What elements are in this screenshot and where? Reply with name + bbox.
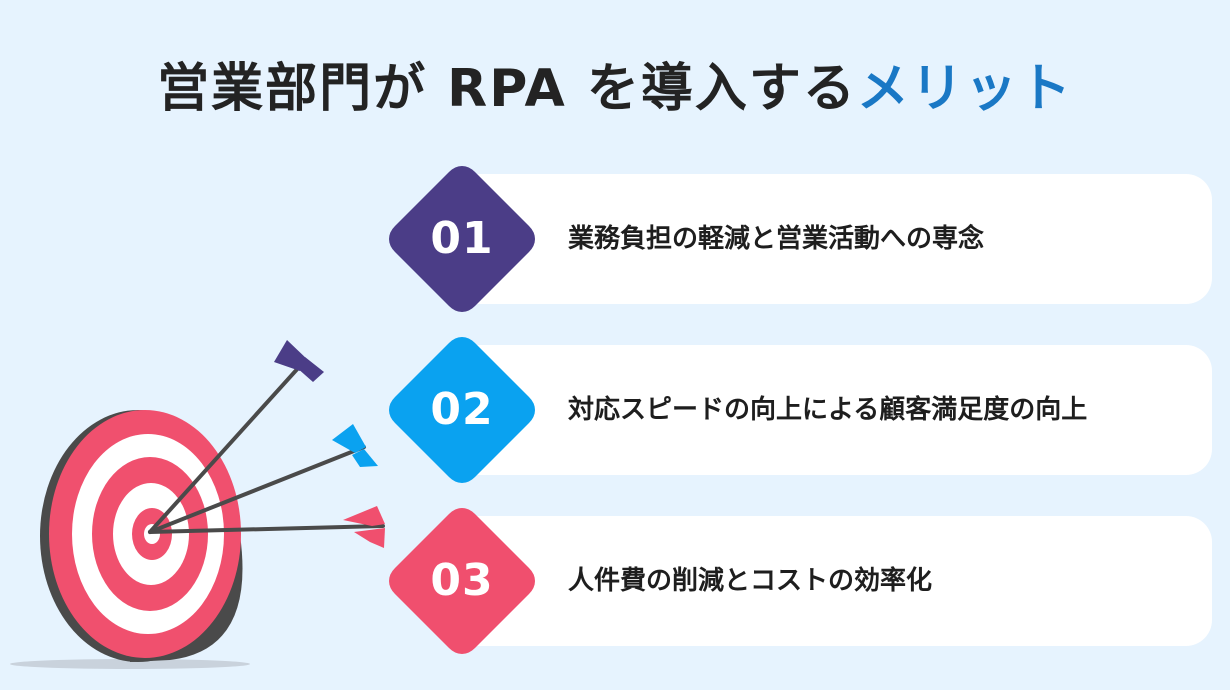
diamond-shape xyxy=(389,337,535,483)
benefit-text-1: 業務負担の軽減と営業活動への専念 xyxy=(568,224,985,254)
arrow-icon xyxy=(148,424,378,534)
title-main: 営業部門が RPA を導入する xyxy=(157,59,857,119)
benefit-text-2: 対応スピードの向上による顧客満足度の向上 xyxy=(568,395,1088,425)
diamond-shape xyxy=(389,508,535,654)
benefit-number-3: 03 xyxy=(430,555,494,606)
benefit-card-1: 業務負担の軽減と営業活動への専念 xyxy=(440,174,1212,304)
benefit-text-3: 人件費の削減とコストの効率化 xyxy=(568,566,933,596)
arrow-icon xyxy=(148,340,324,534)
target-icon xyxy=(10,410,250,669)
benefit-card-2: 対応スピードの向上による顧客満足度の向上 xyxy=(440,345,1212,475)
benefit-badge-3: 03 xyxy=(383,502,541,660)
benefit-number-1: 01 xyxy=(430,213,494,264)
benefit-card-3: 人件費の削減とコストの効率化 xyxy=(440,516,1212,646)
benefit-number-2: 02 xyxy=(430,384,494,435)
diamond-shape xyxy=(389,166,535,312)
benefit-badge-2: 02 xyxy=(383,331,541,489)
benefit-badge-1: 01 xyxy=(383,160,541,318)
arrow-icon xyxy=(148,506,385,548)
title-accent: メリット xyxy=(856,59,1073,119)
page-title: 営業部門が RPA を導入するメリット xyxy=(0,54,1230,124)
